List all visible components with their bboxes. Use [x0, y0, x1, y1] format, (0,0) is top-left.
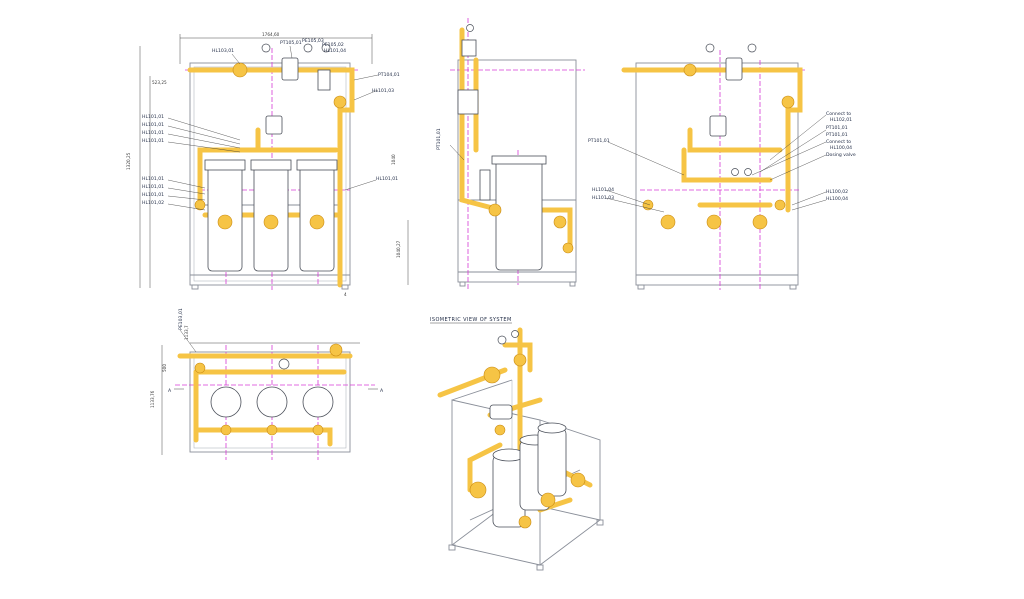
rear-tag-hl100-02: HL100,02 [826, 189, 848, 195]
side-tag-pt101: PT101,01 [436, 128, 442, 150]
plan-dim-inner: 500 [162, 364, 167, 372]
front-tag-l5: HL101,01 [142, 176, 164, 182]
front-tag-l1: HL101,01 [142, 114, 164, 120]
front-tag-hl101-02: HL101,02 [142, 200, 164, 206]
rear-tag-hl100-04b: HL100,04 [826, 196, 848, 202]
plan-section-a-left: A [168, 388, 172, 394]
front-tag-l7: HL101,01 [142, 192, 164, 198]
front-view: 1764,60 1320,25 523,25 1040,27 1040 4 [126, 32, 409, 297]
rear-tag-connect1: Connect to [826, 111, 851, 117]
front-tag-hl101-03: HL101,03 [372, 88, 394, 94]
isometric-view: ISOMETRIC VIEW OF SYSTEM [430, 317, 604, 571]
isometric-title: ISOMETRIC VIEW OF SYSTEM [430, 317, 512, 323]
front-tag-l4: HL101,01 [142, 138, 164, 144]
plan-tag-pe103: PE103,01 [178, 308, 184, 330]
plan-dim-depth: 1133,76 [150, 390, 155, 408]
front-tag-pt104: PT104,01 [378, 72, 400, 78]
rear-tag-pt101-a: PT101,01 [826, 125, 848, 131]
front-dim-offset: 523,25 [152, 80, 167, 85]
rear-tag-connect2: Connect to [826, 139, 851, 145]
rear-tag-hl101-03: HL101,03 [592, 195, 614, 201]
rear-tag-hl100-04: HL100,04 [830, 145, 852, 151]
front-tag-hl103: HL103,01 [212, 48, 234, 54]
rear-view: PT101,01 HL101,04 HL101,03 Connect to HL… [588, 43, 856, 290]
rear-tag-hl101-04: HL101,04 [592, 187, 614, 193]
front-tag-l3: HL101,01 [142, 130, 164, 136]
rear-tag-pt101-left: PT101,01 [588, 138, 610, 144]
front-tag-l6: HL101,01 [142, 184, 164, 190]
front-tag-hl101-04: HL101,04 [324, 48, 346, 54]
front-dim-width: 1764,60 [262, 32, 280, 37]
front-dim-mid: 1040 [391, 154, 396, 165]
rear-tag-hl102: HL102,01 [830, 117, 852, 123]
front-dim-foot: 4 [344, 292, 347, 297]
plan-view: 1133,76 500 1133,7 A A PE103,01 [150, 308, 384, 460]
front-tag-right: HL101,01 [376, 176, 398, 182]
plan-section-a-right: A [380, 388, 384, 394]
front-tag-pe105-02: PE105,02 [322, 42, 344, 48]
rear-tag-pt101-b: PT101,01 [826, 132, 848, 138]
front-tag-pe105-03: PE105,03 [302, 38, 324, 44]
front-dim-lower: 1040,27 [396, 240, 401, 258]
side-view: PT101,01 [436, 18, 585, 290]
rear-tag-dosing: Dosing valve [826, 152, 856, 158]
plan-dim-width: 1133,7 [184, 325, 189, 340]
front-tag-pt105: PT105,01 [280, 40, 302, 46]
front-tag-l2: HL101,01 [142, 122, 164, 128]
front-dim-height: 1320,25 [126, 152, 131, 170]
